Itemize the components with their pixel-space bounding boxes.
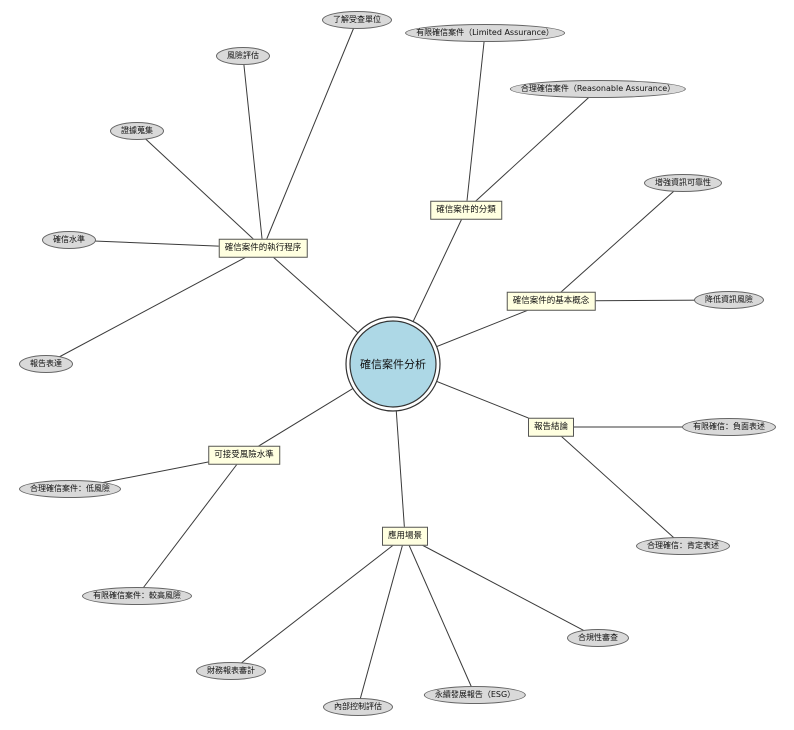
branch-node-risk[interactable]: 可接受風險水準	[208, 445, 280, 465]
leaf-node-procedure-2[interactable]: 證據蒐集	[110, 122, 164, 140]
link-procedure-leaf-0	[262, 19, 358, 249]
link-risk-leaf-1	[136, 454, 245, 597]
leaf-node-concept-1[interactable]: 降低資訊風險	[694, 291, 764, 309]
link-scenario-leaf-3	[230, 535, 406, 672]
link-classification-leaf-1	[465, 88, 599, 211]
link-concept-leaf-0	[550, 182, 684, 302]
leaf-node-scenario-1[interactable]: 永續發展報告（ESG）	[423, 686, 527, 704]
branch-node-conclusion[interactable]: 報告結論	[527, 417, 575, 437]
leaf-node-procedure-4[interactable]: 報告表達	[19, 355, 73, 373]
link-scenario-leaf-0	[404, 535, 599, 639]
link-procedure-leaf-4	[45, 247, 264, 365]
link-procedure-leaf-1	[242, 55, 264, 249]
center-node[interactable]: 確信案件分析	[345, 316, 441, 412]
leaf-node-risk-0[interactable]: 合理確信案件：低風險	[19, 480, 121, 498]
link-scenario-leaf-1	[404, 535, 476, 696]
branch-node-concept[interactable]: 確信案件的基本概念	[506, 291, 596, 311]
link-scenario-leaf-2	[357, 535, 406, 708]
link-conclusion-leaf-1	[550, 426, 684, 547]
leaf-node-scenario-3[interactable]: 財務報表審計	[196, 662, 266, 680]
leaf-node-scenario-2[interactable]: 內部控制評估	[323, 698, 393, 716]
link-classification-leaf-0	[465, 32, 486, 211]
center-node-label: 確信案件分析	[360, 357, 426, 371]
branch-node-scenario[interactable]: 應用場景	[381, 526, 429, 546]
center-node-circle	[349, 320, 437, 408]
link-procedure-leaf-2	[136, 130, 264, 249]
leaf-node-classification-0[interactable]: 有限確信案件（Limited Assurance）	[405, 24, 565, 42]
leaf-node-concept-0[interactable]: 增強資訊可靠性	[644, 174, 722, 192]
branch-node-classification[interactable]: 確信案件的分類	[430, 200, 502, 220]
leaf-node-classification-1[interactable]: 合理確信案件（Reasonable Assurance）	[509, 80, 687, 98]
leaf-node-procedure-0[interactable]: 了解受查單位	[322, 11, 392, 29]
branch-node-procedure[interactable]: 確信案件的執行程序	[218, 238, 308, 258]
leaf-node-scenario-0[interactable]: 合規性審查	[567, 629, 629, 647]
leaf-node-procedure-3[interactable]: 確信水準	[42, 231, 96, 249]
leaf-node-procedure-1[interactable]: 風險評估	[216, 47, 270, 65]
leaf-node-risk-1[interactable]: 有限確信案件：較高風險	[82, 587, 192, 605]
leaf-node-conclusion-1[interactable]: 合理確信：肯定表述	[636, 537, 730, 555]
leaf-node-conclusion-0[interactable]: 有限確信：負面表述	[682, 418, 776, 436]
